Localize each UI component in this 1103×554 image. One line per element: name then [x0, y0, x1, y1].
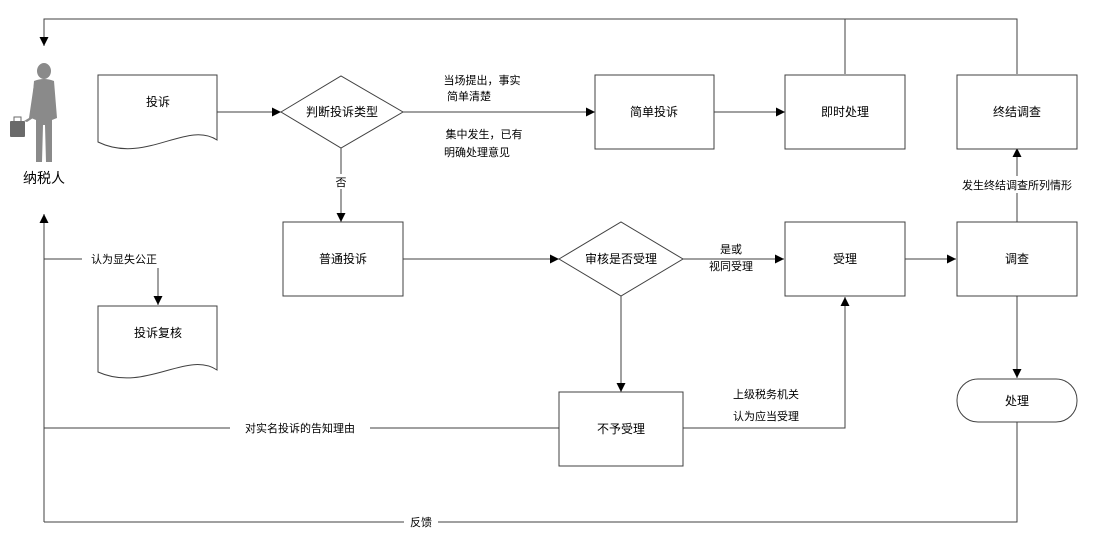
node-review-accept: 审核是否受理	[558, 221, 684, 297]
final-investigation-top-line	[845, 18, 1018, 74]
label-notify-reason: 对实名投诉的告知理由	[245, 421, 355, 435]
node-reject: 不予受理	[558, 391, 684, 467]
node-judge-type: 判断投诉类型	[280, 75, 404, 149]
label-superior-1: 上级税务机关	[733, 387, 799, 401]
label-no: 否	[336, 176, 347, 189]
edge-feedback	[44, 422, 1018, 523]
node-instant-handle-label: 即时处理	[821, 105, 869, 119]
node-judge-type-label: 判断投诉类型	[306, 104, 378, 119]
node-investigate: 调查	[956, 221, 1078, 297]
actor-label: 纳税人	[23, 171, 65, 187]
label-concentrated-2: 明确处理意见	[444, 145, 510, 159]
node-complaint-review-label: 投诉复核	[134, 325, 182, 340]
label-no-bg	[333, 174, 349, 189]
person-with-briefcase-icon	[10, 63, 57, 162]
label-notify-reason-bg	[230, 420, 370, 437]
node-simple-complaint-label: 简单投诉	[630, 104, 678, 119]
node-simple-complaint: 简单投诉	[594, 74, 715, 150]
node-instant-handle: 即时处理	[784, 74, 906, 150]
label-yes-or-2: 视同受理	[709, 259, 753, 273]
node-accept-label: 受理	[833, 252, 857, 266]
node-reject-label: 不予受理	[597, 422, 645, 436]
label-yes-or-1: 是或	[720, 243, 742, 256]
node-review-accept-label: 审核是否受理	[585, 251, 657, 266]
node-handle: 处理	[956, 378, 1078, 423]
node-normal-complaint-label: 普通投诉	[319, 251, 367, 266]
label-feedback: 反馈	[410, 516, 432, 529]
edge-reject-to-accept	[683, 297, 850, 429]
node-accept: 受理	[784, 221, 906, 297]
label-unfair: 认为显失公正	[91, 253, 157, 266]
node-final-investigation-label: 终结调查	[993, 104, 1041, 119]
label-simple-cond-2: 简单清楚	[447, 89, 491, 103]
label-simple-cond-1: 当场提出，事实	[444, 73, 521, 87]
label-superior-2: 认为应当受理	[733, 409, 799, 423]
label-final-condition-bg	[954, 176, 1086, 193]
node-complaint-review: 投诉复核	[97, 305, 218, 379]
node-final-investigation: 终结调查	[956, 74, 1078, 150]
label-concentrated-1: 集中发生，已有	[446, 127, 523, 141]
node-investigate-label: 调查	[1005, 252, 1029, 266]
label-final-condition: 发生终结调查所列情形	[962, 178, 1072, 192]
node-handle-label: 处理	[1005, 394, 1029, 408]
label-feedback-bg	[404, 514, 438, 531]
node-complaint: 投诉	[97, 74, 218, 150]
label-unfair-bg	[82, 251, 166, 268]
node-normal-complaint: 普通投诉	[282, 221, 404, 297]
node-complaint-label: 投诉	[146, 94, 170, 109]
return-to-taxpayer-line	[39, 18, 846, 74]
